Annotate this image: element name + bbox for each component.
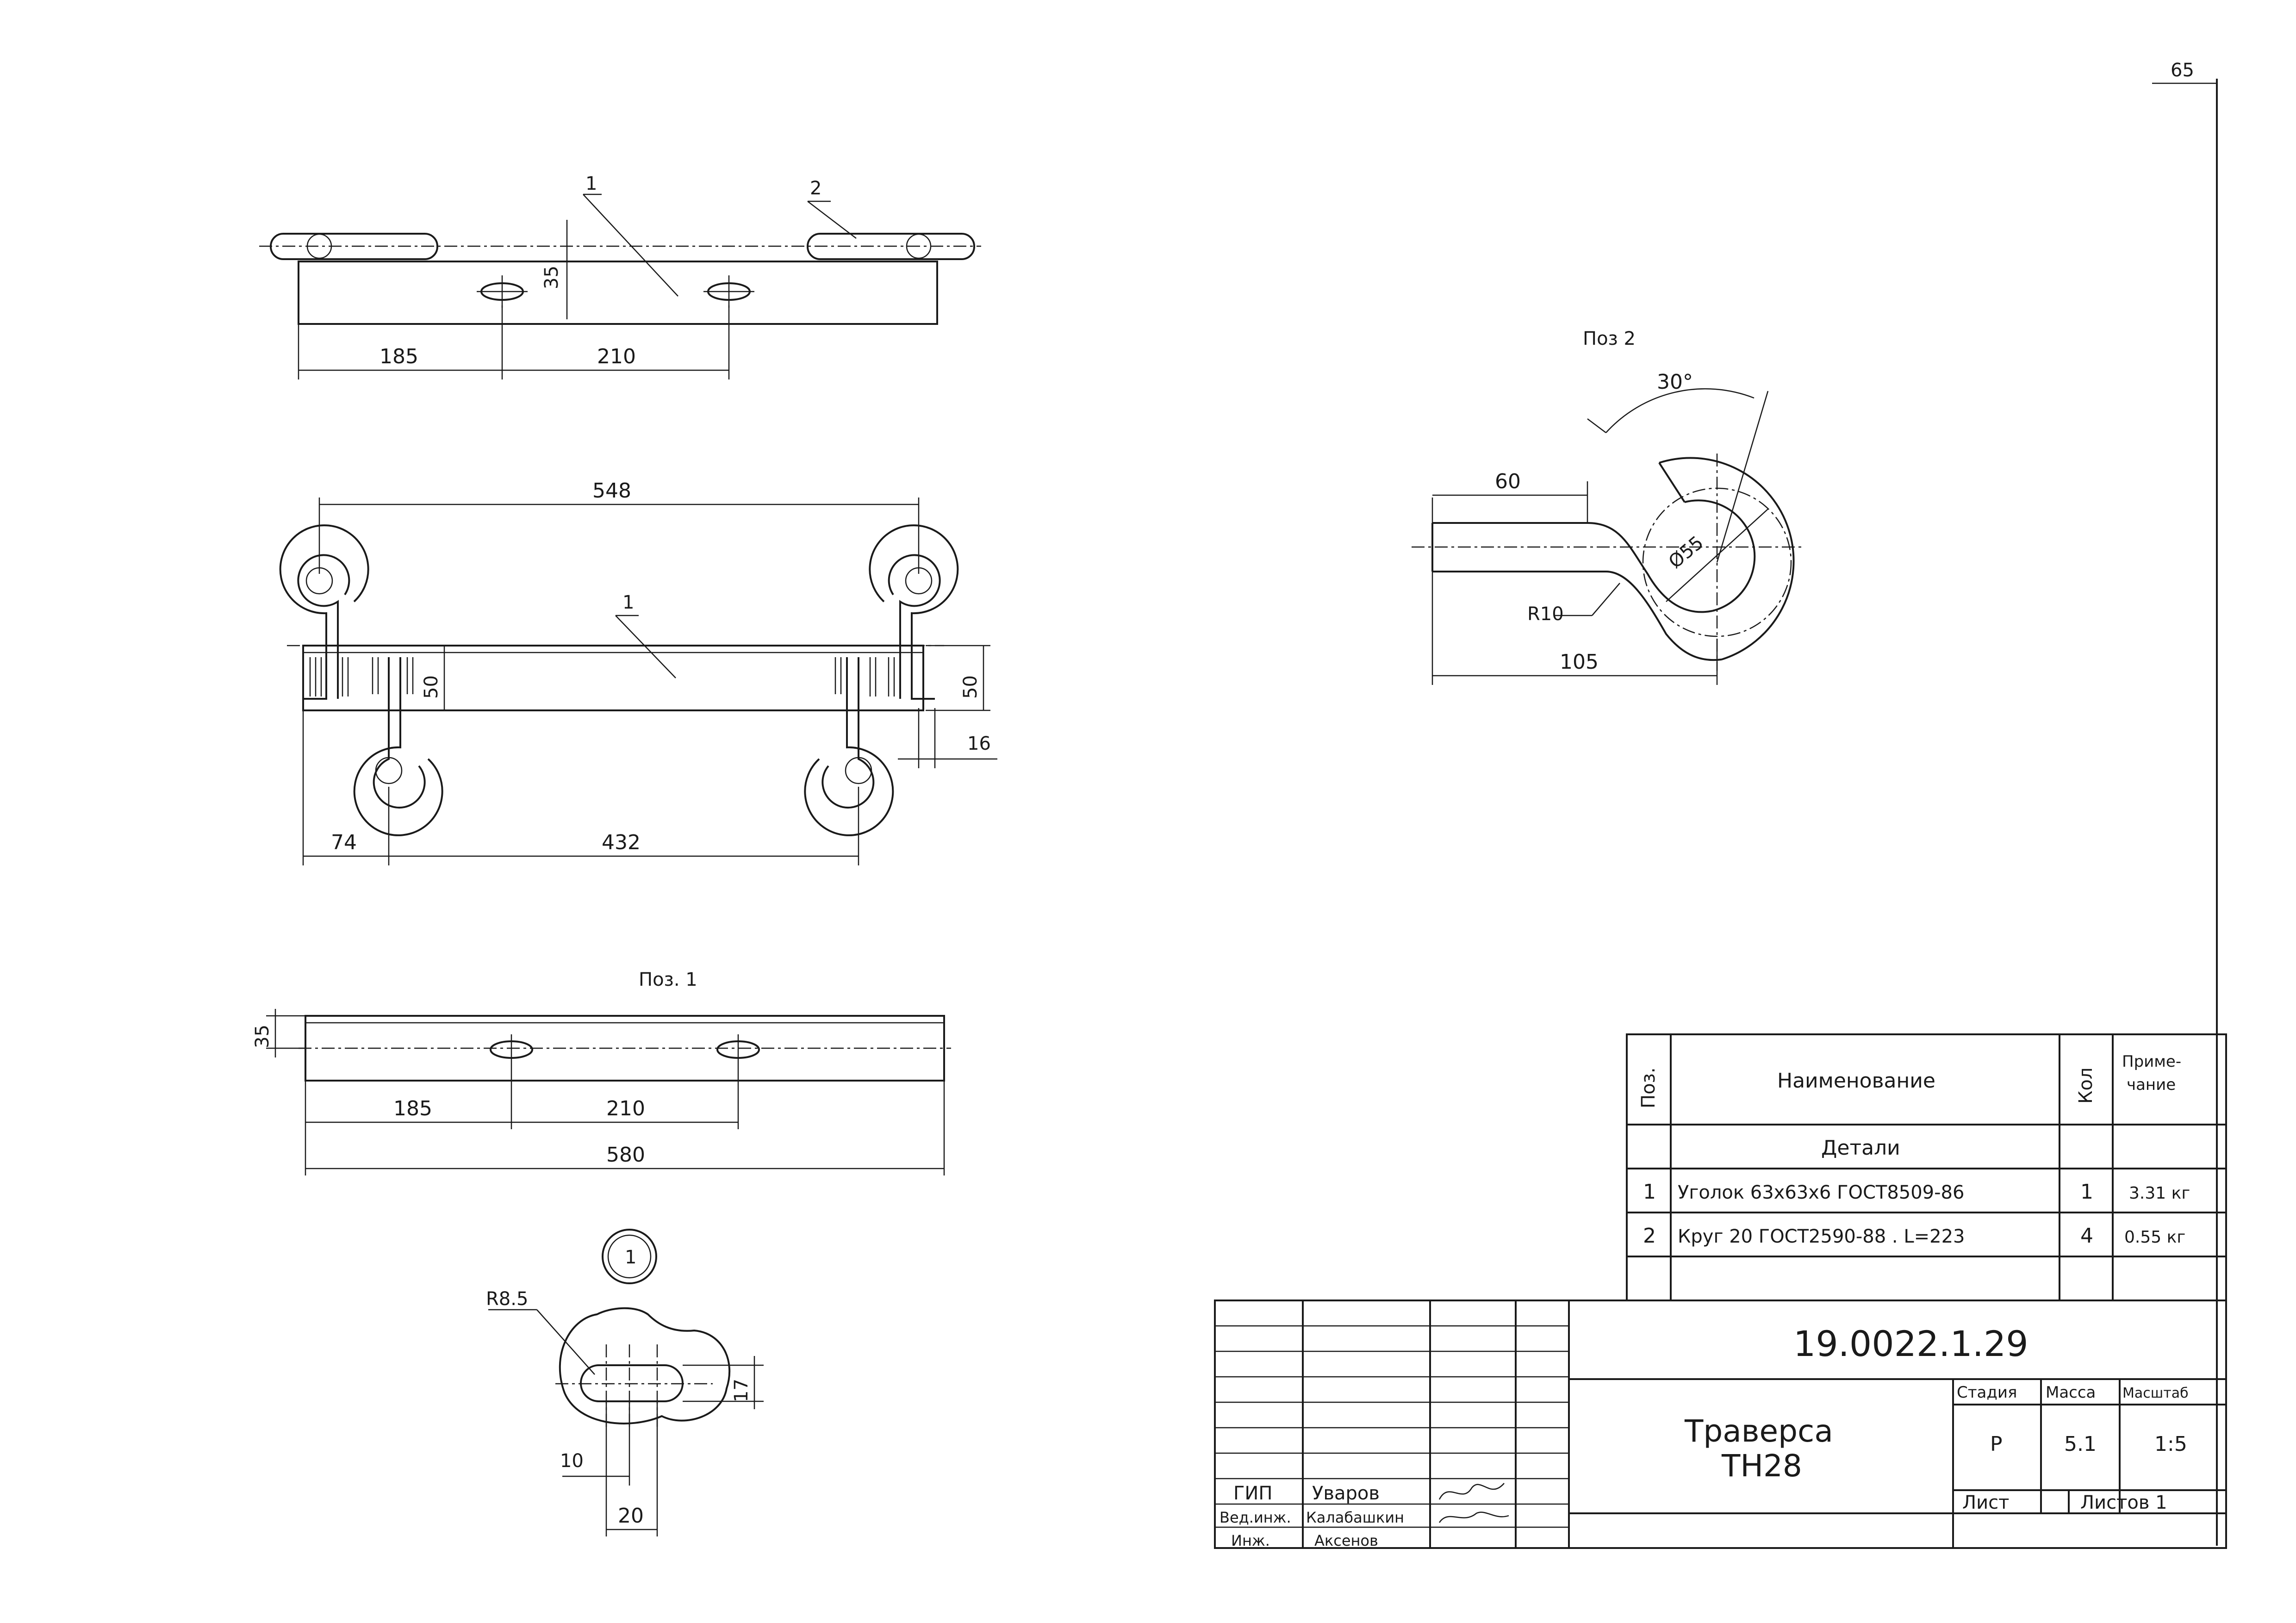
top-view-leader-1 — [583, 194, 678, 297]
top-view-leader-2-label: 2 — [810, 178, 821, 199]
top-view-angle-body — [298, 261, 938, 325]
spec-header-qty: Кол — [2075, 1068, 2097, 1104]
detail-1-radius-leader — [536, 1309, 595, 1375]
front-view-hook-upper-right — [869, 524, 959, 700]
top-view-leader-1-label: 1 — [585, 173, 597, 194]
detail-1-marker-label: 1 — [625, 1247, 636, 1268]
top-view-rod-right — [807, 233, 975, 260]
top-view-dim-35: 35 — [541, 266, 562, 289]
spec-row-1-qty: 1 — [2080, 1180, 2093, 1204]
front-view-weld-marks — [309, 657, 895, 696]
mass-label: Масса — [2046, 1383, 2096, 1402]
pos2-radius-leader — [1592, 583, 1620, 616]
detail-1: 1 R8.5 17 10 20 — [486, 1229, 764, 1536]
pos2-bend-inner — [1605, 571, 1722, 661]
pos1-dim-185: 185 — [393, 1097, 432, 1120]
top-view-leader-2 — [807, 201, 857, 239]
front-view-angle-body — [302, 645, 924, 711]
spec-header-pos: Поз. — [1638, 1067, 1659, 1108]
spec-row-1-note: 3.31 кг — [2129, 1184, 2190, 1203]
name-gip: Уваров — [1312, 1483, 1380, 1504]
pos2-view: Поз 2 30° 60 Ø55 R10 105 — [1412, 328, 1805, 685]
scale-value: 1:5 — [2154, 1432, 2187, 1456]
detail-1-dim-r85: R8.5 — [486, 1288, 528, 1310]
pos1-dim-210: 210 — [606, 1097, 645, 1120]
stage-value: Р — [1990, 1432, 2003, 1456]
top-view: 1 2 35 185 210 — [259, 173, 981, 379]
spec-row-2-pos: 2 — [1643, 1224, 1656, 1248]
spec-header-note: Приме- чание — [2122, 1052, 2186, 1094]
table-row: 2 Круг 20 ГОСТ2590-88 . L=223 4 0.55 кг — [1643, 1224, 2185, 1248]
spec-row-2-note: 0.55 кг — [2124, 1228, 2185, 1247]
detail-1-dim-10: 10 — [560, 1450, 584, 1472]
pos2-ring-inner — [1684, 499, 1756, 612]
title-line-1: Траверса — [1684, 1413, 1833, 1449]
top-view-dim-210: 210 — [597, 345, 636, 368]
title-block-main — [1568, 1300, 2227, 1549]
pos1-dim-580: 580 — [606, 1143, 645, 1167]
spec-row-2-name: Круг 20 ГОСТ2590-88 . L=223 — [1678, 1226, 1965, 1247]
name-engineer: Аксенов — [1314, 1532, 1378, 1549]
spec-table: Поз. Наименование Кол Приме- чание Детал… — [1626, 1033, 2227, 1301]
front-view-hook-lower-right — [804, 657, 894, 836]
pos2-title: Поз 2 — [1583, 328, 1636, 349]
sheets-label: Листов 1 — [2080, 1492, 2167, 1513]
front-view-dim-50-left: 50 — [421, 675, 442, 699]
front-view-hook-upper-left — [279, 524, 369, 700]
role-gip: ГИП — [1233, 1483, 1272, 1504]
spec-header-name: Наименование — [1777, 1069, 1935, 1093]
pos2-angle-arc — [1605, 388, 1755, 433]
detail-1-dim-20: 20 — [618, 1504, 644, 1528]
role-lead-engineer: Вед.инж. — [1220, 1509, 1291, 1526]
pos1-dim-35: 35 — [252, 1025, 273, 1048]
spec-section-label: Детали — [1821, 1136, 1900, 1160]
pos2-dim-30deg: 30° — [1657, 370, 1693, 394]
title-line-2: ТН28 — [1721, 1448, 1802, 1484]
role-engineer: Инж. — [1231, 1532, 1270, 1549]
spec-header-note-line1: Приме- — [2122, 1052, 2181, 1071]
pos2-dim-105: 105 — [1560, 650, 1599, 674]
sheet-label: Лист — [1962, 1492, 2009, 1513]
pos2-bend-outer — [1587, 522, 1713, 613]
signature-lead-engineer — [1438, 1511, 1509, 1523]
pos1-view: Поз. 1 35 185 210 580 — [252, 969, 951, 1175]
pos2-dim-60: 60 — [1495, 470, 1521, 493]
detail-1-cut-outline — [559, 1307, 731, 1424]
pos2-dim-r10: R10 — [1527, 603, 1564, 625]
front-view-hook-lower-left — [353, 657, 443, 836]
title-block: ГИП Вед.инж. Инж. Уваров Калабашкин Аксе… — [1214, 1300, 2227, 1549]
spec-row-2-qty: 4 — [2080, 1224, 2093, 1248]
spec-row-1-pos: 1 — [1643, 1180, 1656, 1204]
table-row: 1 Уголок 63х63х6 ГОСТ8509-86 1 3.31 кг — [1643, 1180, 2190, 1204]
front-view-dim-74: 74 — [331, 831, 357, 854]
pos2-dim-d55: Ø55 — [1665, 532, 1708, 572]
stage-label: Стадия — [1957, 1383, 2017, 1402]
detail-1-marker — [602, 1229, 657, 1284]
pos1-title: Поз. 1 — [639, 969, 697, 990]
detail-1-dim-17: 17 — [731, 1379, 752, 1402]
name-lead-engineer: Калабашкин — [1306, 1509, 1404, 1526]
scale-label: Масштаб — [2122, 1385, 2189, 1401]
front-view-dim-16: 16 — [967, 733, 991, 754]
spec-row-1-name: Уголок 63х63х6 ГОСТ8509-86 — [1678, 1182, 1964, 1203]
sheet-number: 65 — [2171, 60, 2194, 81]
top-view-dim-185: 185 — [380, 345, 418, 368]
front-view-dim-548: 548 — [592, 479, 631, 503]
signature-gip — [1438, 1483, 1505, 1500]
mass-value: 5.1 — [2064, 1432, 2097, 1456]
pos2-diameter-line — [1666, 509, 1768, 602]
front-view-leader-1-label: 1 — [622, 592, 634, 613]
spec-header-note-line2: чание — [2127, 1076, 2176, 1094]
front-view-leader-1 — [615, 615, 676, 678]
front-view: 548 1 50 50 — [279, 479, 997, 865]
pos2-ring-outer — [1659, 457, 1795, 660]
doc-code: 19.0022.1.29 — [1793, 1323, 2028, 1364]
front-view-dim-432: 432 — [602, 831, 641, 854]
front-view-dim-50-right: 50 — [960, 675, 981, 699]
